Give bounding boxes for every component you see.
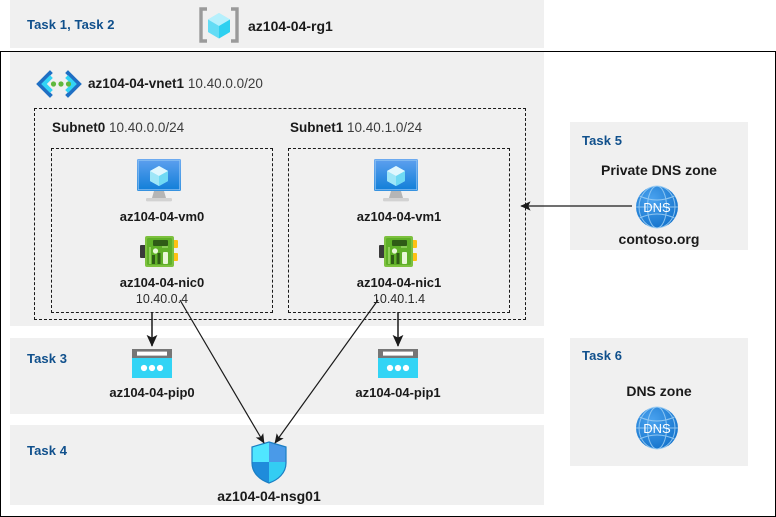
pip0-label: az104-04-pip0 <box>109 385 195 400</box>
virtual-network-icon <box>36 70 82 98</box>
nic1-label: az104-04-nic1 <box>356 275 442 290</box>
resource-group-name: az104-04-rg1 <box>248 18 333 34</box>
pip1-label: az104-04-pip1 <box>355 385 441 400</box>
vm1-label: az104-04-vm1 <box>356 209 442 224</box>
subnet1-name: Subnet1 <box>290 120 344 135</box>
public-ip-address-icon <box>131 348 173 380</box>
public-ip-address-icon <box>377 348 419 380</box>
dns-zone-icon: DNS <box>634 184 680 230</box>
virtual-machine-icon <box>370 157 422 203</box>
resource-group-icon <box>198 6 240 44</box>
subnet1-header: Subnet1 10.40.1.0/24 <box>290 120 422 135</box>
task-label-1-2: Task 1, Task 2 <box>27 17 115 32</box>
nic1-ip: 10.40.1.4 <box>372 292 426 306</box>
network-interface-icon <box>378 234 419 270</box>
dns-zone-icon: DNS <box>634 405 680 451</box>
network-interface-icon <box>139 234 180 270</box>
task-label-4: Task 4 <box>27 443 68 458</box>
vm0-label: az104-04-vm0 <box>119 209 205 224</box>
resource-group-panel <box>10 0 544 48</box>
dns-icon-text: DNS <box>643 421 671 436</box>
private-dns-name: contoso.org <box>618 231 700 247</box>
private-dns-title: Private DNS zone <box>601 162 717 178</box>
task-label-6: Task 6 <box>582 348 623 363</box>
subnet0-name: Subnet0 <box>52 120 106 135</box>
vnet-panel <box>10 52 544 326</box>
subnet0-box <box>51 148 273 313</box>
subnet0-cidr: 10.40.0.0/24 <box>109 120 185 135</box>
nsg-label: az104-04-nsg01 <box>217 488 321 504</box>
dns-icon-text: DNS <box>643 200 671 215</box>
vnet-header: az104-04-vnet1 10.40.0.0/20 <box>88 76 263 91</box>
nic0-ip: 10.40.0.4 <box>135 292 189 306</box>
vnet-cidr: 10.40.0.0/20 <box>187 76 263 91</box>
nic0-label: az104-04-nic0 <box>119 275 205 290</box>
subnet1-cidr: 10.40.1.0/24 <box>347 120 423 135</box>
task-label-5: Task 5 <box>582 133 623 148</box>
public-ip-panel <box>10 338 544 414</box>
vnet-name: az104-04-vnet1 <box>88 76 185 91</box>
subnet0-header: Subnet0 10.40.0.0/24 <box>52 120 184 135</box>
public-dns-title: DNS zone <box>626 383 692 399</box>
task-label-3: Task 3 <box>27 351 68 366</box>
network-security-group-icon <box>250 441 288 485</box>
virtual-machine-icon <box>133 157 185 203</box>
subnet1-box <box>288 148 510 313</box>
